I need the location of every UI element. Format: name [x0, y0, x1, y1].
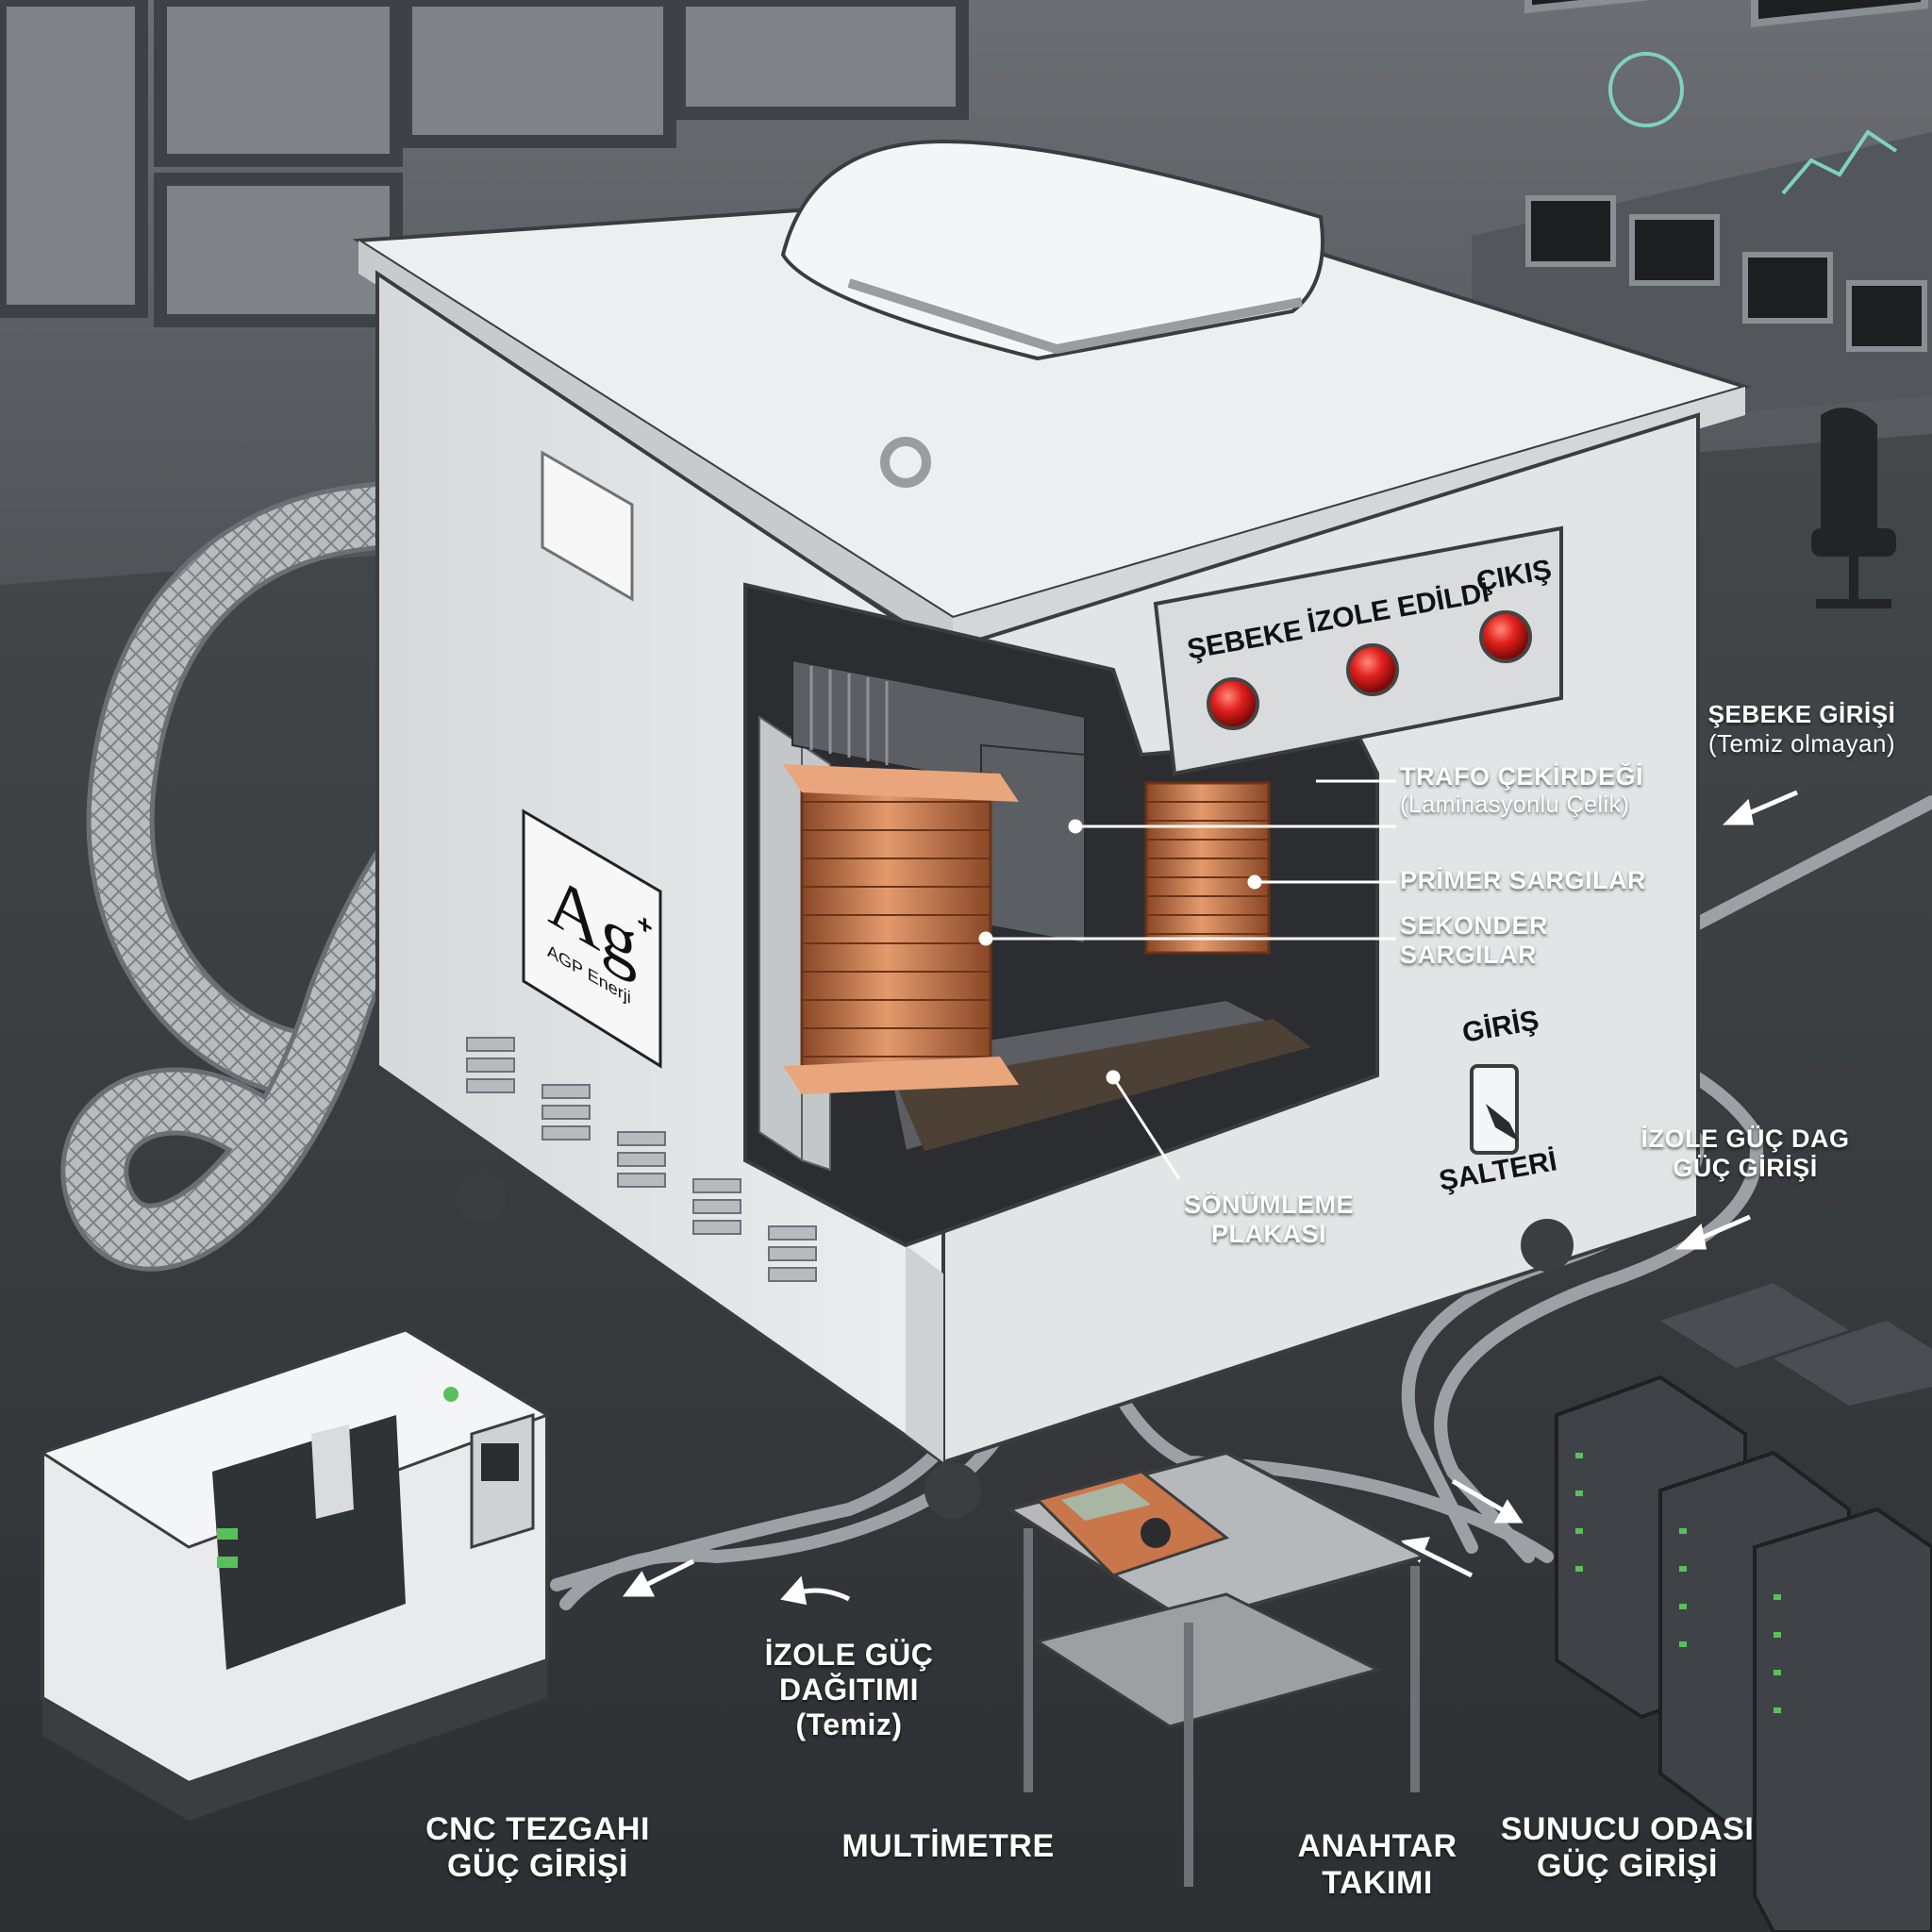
- flow-distribution-line1: İZOLE GÜÇ: [755, 1638, 943, 1673]
- label-server-line1: SUNUCU ODASI: [1495, 1811, 1759, 1848]
- callout-secondary-line1: SEKONDER: [1400, 911, 1548, 941]
- indicator-mains-led: [1208, 679, 1257, 728]
- label-server: SUNUCU ODASI GÜÇ GİRİŞİ: [1495, 1811, 1759, 1885]
- callout-secondary: SEKONDER SARGILAR: [1400, 911, 1548, 970]
- callout-primary: PRİMER SARGILAR: [1400, 866, 1646, 895]
- indicator-isolated-led: [1348, 645, 1397, 694]
- callout-damping-line1: SÖNÜMLEME: [1174, 1191, 1363, 1220]
- callout-core-sub: (Laminasyonlu Çelik): [1400, 791, 1643, 819]
- flow-distribution-line2: DAĞITIMI: [755, 1673, 943, 1707]
- input-switch: [1472, 1066, 1519, 1153]
- flow-isolated-input-line1: İZOLE GÜÇ DAG: [1632, 1124, 1858, 1154]
- label-multimeter: MULTİMETRE: [830, 1828, 1066, 1865]
- callout-core-title: TRAFO ÇEKİRDEĞİ: [1400, 762, 1643, 791]
- label-cnc-line2: GÜÇ GİRİŞİ: [415, 1848, 660, 1885]
- flow-grid-input: ŞEBEKE GİRİŞİ (Temiz olmayan): [1689, 700, 1915, 758]
- callout-damping-line2: PLAKASI: [1174, 1220, 1363, 1249]
- callout-damping: SÖNÜMLEME PLAKASI: [1174, 1191, 1363, 1249]
- flow-grid-input-title: ŞEBEKE GİRİŞİ: [1689, 700, 1915, 729]
- label-wrench-line1: ANAHTAR: [1283, 1828, 1472, 1865]
- callout-core: TRAFO ÇEKİRDEĞİ (Laminasyonlu Çelik): [1400, 762, 1643, 819]
- flow-grid-input-sub: (Temiz olmayan): [1689, 729, 1915, 758]
- flow-distribution: İZOLE GÜÇ DAĞITIMI (Temiz): [755, 1638, 943, 1742]
- flow-isolated-input: İZOLE GÜÇ DAG GÜÇ GİRİŞİ: [1632, 1124, 1858, 1183]
- callout-secondary-line2: SARGILAR: [1400, 941, 1548, 970]
- flow-distribution-line3: (Temiz): [755, 1707, 943, 1742]
- flow-isolated-input-line2: GÜÇ GİRİŞİ: [1632, 1154, 1858, 1183]
- indicator-output-led: [1481, 612, 1530, 661]
- label-wrench: ANAHTAR TAKIMI: [1283, 1828, 1472, 1902]
- label-wrench-line2: TAKIMI: [1283, 1865, 1472, 1902]
- label-server-line2: GÜÇ GİRİŞİ: [1495, 1848, 1759, 1885]
- label-cnc-line1: CNC TEZGAHI: [415, 1811, 660, 1848]
- label-cnc: CNC TEZGAHI GÜÇ GİRİŞİ: [415, 1811, 660, 1885]
